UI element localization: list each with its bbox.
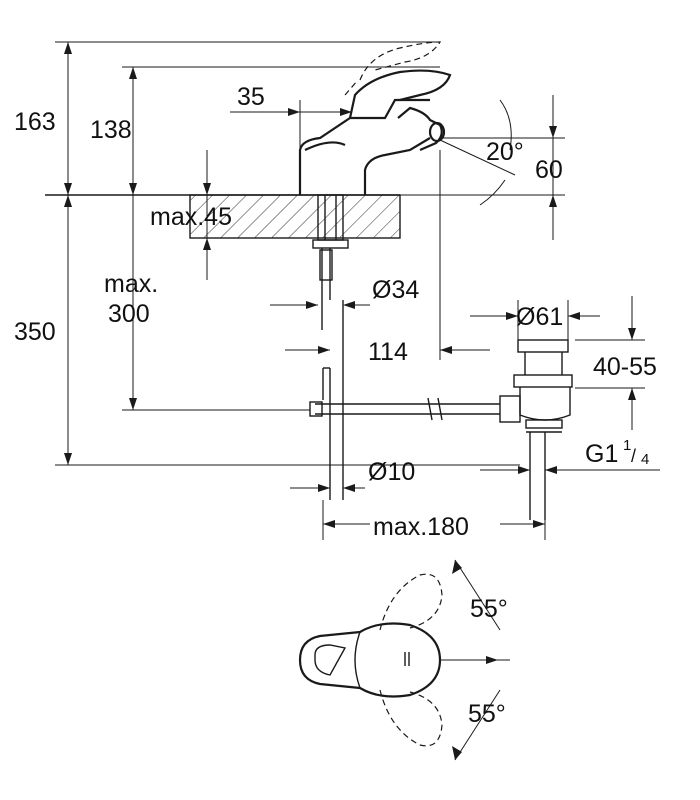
dim-138: 138 <box>90 116 132 144</box>
dim-angle-20: 20° <box>486 138 524 166</box>
dimension-labels: 163 138 35 20° 60 max.45 max. 300 Ø34 35… <box>14 83 657 728</box>
thread-denominator: 4 <box>641 451 649 468</box>
dim-114: 114 <box>368 338 408 366</box>
dim-dia61: Ø61 <box>516 303 563 331</box>
faucet-side-view <box>298 41 452 500</box>
dim-max45: max.45 <box>150 203 232 231</box>
popup-waste-assembly <box>309 339 573 520</box>
dim-thread-g1-1-4: G1 1 / 4 <box>585 437 649 468</box>
dim-350: 350 <box>14 318 56 346</box>
dim-40-55: 40-55 <box>593 353 657 381</box>
dim-163: 163 <box>14 108 56 136</box>
faucet-top-view <box>298 559 510 761</box>
thread-g: G1 <box>585 440 618 468</box>
dim-angle-55-bottom: 55° <box>468 700 506 728</box>
dim-angle-55-top: 55° <box>470 595 508 623</box>
dim-dia34: Ø34 <box>372 276 419 304</box>
dim-max180: max.180 <box>373 513 469 541</box>
dim-max300-line1: max. <box>104 270 158 298</box>
dim-dia10: Ø10 <box>368 458 415 486</box>
dimension-lines <box>55 41 660 540</box>
dim-max300-line2: 300 <box>108 300 150 328</box>
thread-numerator: 1 <box>623 437 631 454</box>
svg-text:/: / <box>631 446 636 466</box>
dim-35: 35 <box>237 83 265 111</box>
dim-60: 60 <box>535 156 563 184</box>
